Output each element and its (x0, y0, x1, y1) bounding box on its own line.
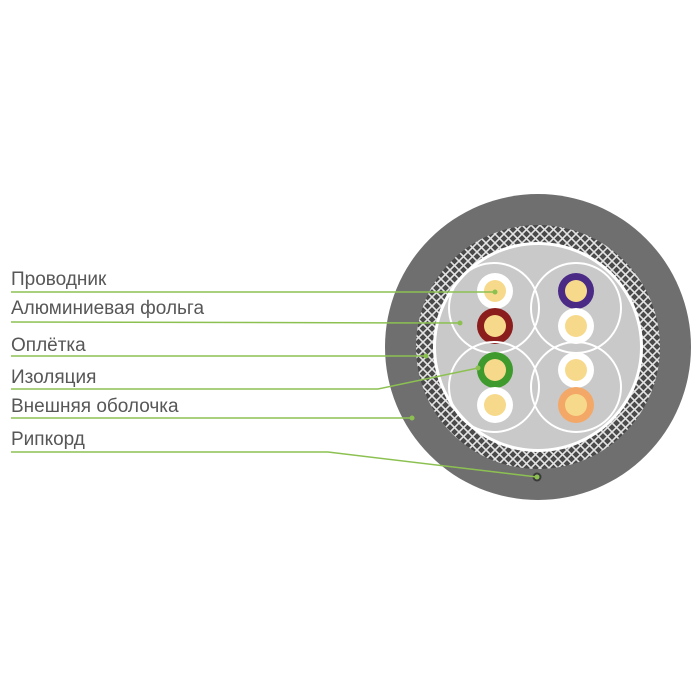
leader-line-insulation (11, 367, 479, 390)
label-conductor: Проводник (11, 269, 107, 290)
label-aluminum-foil: Алюминиевая фольга (11, 298, 205, 319)
label-ripcord: Рипкорд (11, 429, 85, 450)
leader-dot-braid (423, 353, 429, 359)
wire-conductor (484, 394, 506, 416)
twisted-pair-white-orange (530, 341, 622, 433)
label-outer-jacket: Внешняя оболочка (11, 396, 179, 417)
wire-conductor (484, 315, 506, 337)
wire-conductor (565, 394, 587, 416)
leader-dot-conductor (492, 289, 498, 295)
wire-conductor (484, 359, 506, 381)
leader-line-foil (10, 321, 461, 324)
pair-separator-ring (530, 341, 622, 433)
leader-dot-jacket (409, 415, 415, 421)
leader-line-ripcord (11, 451, 538, 478)
twisted-pair-green-white (448, 341, 540, 433)
label-braid: Оплётка (11, 335, 86, 356)
wire-conductor (565, 359, 587, 381)
wire-conductor (565, 315, 587, 337)
leader-dot-ripcord (534, 474, 540, 480)
label-insulation: Изоляция (11, 367, 97, 388)
pair-separator-ring (448, 341, 540, 433)
leader-dot-insulation (475, 365, 481, 371)
wire-conductor (565, 280, 587, 302)
leader-dot-foil (457, 320, 463, 326)
